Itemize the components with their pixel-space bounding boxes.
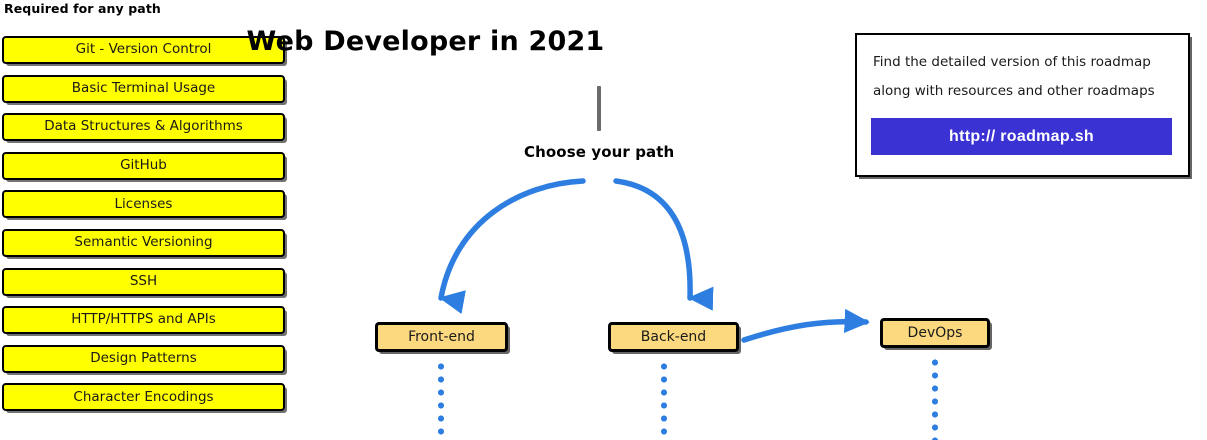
required-topic-label: SSH [129,272,158,289]
required-topic-data-structures-algorithms[interactable]: Data Structures & Algorithms [2,113,285,142]
required-topic-label: Character Encodings [73,388,214,405]
required-topic-row: Git - Version Control [0,36,300,64]
required-topic-label: HTTP/HTTPS and APIs [71,311,216,328]
required-section-heading: Required for any path [4,1,161,16]
required-topic-label: Basic Terminal Usage [71,79,216,96]
arrow-to-front-end [438,178,586,315]
required-topic-label: GitHub [120,157,167,174]
required-topic-git-version-control[interactable]: Git - Version Control [2,36,285,64]
required-for-any-path-section: Required for any path Git - Version Cont… [0,0,300,436]
required-topic-design-patterns[interactable]: Design Patterns [2,344,285,373]
arrow-back-end-to-devops [741,308,870,343]
required-topic-label: Design Patterns [90,350,197,366]
required-topic-character-encodings[interactable]: Character Encodings [2,383,285,412]
required-topic-basic-terminal-usage[interactable]: Basic Terminal Usage [2,74,285,103]
required-topic-label: Git - Version Control [75,41,212,58]
path-node-devops[interactable]: DevOps [880,318,990,348]
roadmap-sh-link-button[interactable]: http:// roadmap.sh [871,118,1172,155]
dotted-trail-back-end [661,360,667,440]
roadmap-sh-link-label: http:// roadmap.sh [949,127,1094,145]
required-topic-label: Licenses [114,195,173,212]
path-node-label: Back-end [640,329,707,345]
page-title-text: Web Developer in 2021 [246,26,605,57]
required-topic-row: Licenses [0,190,300,219]
required-topic-row: Design Patterns [0,344,300,373]
dotted-trail-front-end [438,360,444,440]
required-topic-row: HTTP/HTTPS and APIs [0,306,300,335]
roadmap-promo-line-1: Find the detailed version of this roadma… [873,54,1151,70]
required-topic-row: Character Encodings [0,383,300,412]
roadmap-promo-card: Find the detailed version of this roadma… [855,33,1190,177]
required-topic-label: Semantic Versioning [74,234,213,251]
path-node-label: DevOps [907,325,963,341]
trunk-connector-line [597,86,601,131]
required-topic-row: Data Structures & Algorithms [0,113,300,142]
required-topic-ssh[interactable]: SSH [2,267,285,296]
required-topic-row: GitHub [0,151,300,180]
required-topic-github[interactable]: GitHub [2,151,285,180]
required-topic-row: Basic Terminal Usage [0,74,300,103]
required-topic-row: Semantic Versioning [0,228,300,257]
required-topic-licenses[interactable]: Licenses [2,190,285,219]
required-topic-row: SSH [0,267,300,296]
path-node-back-end[interactable]: Back-end [608,322,739,352]
path-node-front-end[interactable]: Front-end [375,322,508,352]
dotted-trail-devops [932,356,938,440]
arrow-to-back-end [613,178,714,311]
path-node-label: Front-end [408,329,475,345]
choose-your-path-label: Choose your path [524,143,675,161]
required-topic-label: Data Structures & Algorithms [44,118,243,135]
roadmap-promo-line-2: along with resources and other roadmaps [873,83,1155,99]
required-topic-http-https-and-apis[interactable]: HTTP/HTTPS and APIs [2,306,285,335]
required-topic-semantic-versioning[interactable]: Semantic Versioning [2,228,285,257]
required-topic-list: Git - Version Control Basic Terminal Usa… [0,36,300,422]
